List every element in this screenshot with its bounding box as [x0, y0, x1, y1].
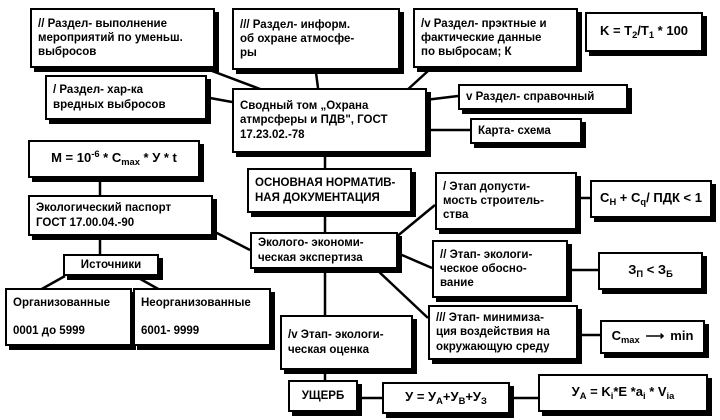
u-formula: У = УА+УВ+УЗ — [405, 388, 487, 406]
stage1-box: / Этап допусти- мость строитель- ства — [435, 172, 577, 230]
summary-volume-label: Сводный том „Охрана атмрсферы и ПДВ", ГО… — [240, 100, 388, 141]
unorganized-box: Неорганизованные 6001- 9999 — [133, 288, 271, 346]
damage-box: УЩЕРБ — [288, 380, 358, 412]
section1-label: / Раздел- хар-ка вредных выбросов — [53, 84, 166, 111]
k-formula: K = T2/T1 * 100 — [599, 22, 689, 40]
k-formula-box: K = T2/T1 * 100 — [585, 12, 703, 52]
section2-box: // Раздел- выполнение мероприятий по уме… — [30, 8, 215, 68]
stage4-label: /v Этап- экологи- ческая оценка — [288, 329, 384, 356]
passport-box: Экологический паспорт ГОСТ 17.00.04.-90 — [28, 195, 213, 236]
connector-section1 — [209, 96, 233, 104]
pdk-formula-box: CH + Cq/ ПДК < 1 — [590, 180, 712, 218]
m-formula-box: M = 10-6 * Cmax * У * t — [28, 140, 200, 178]
ua-formula-box: УА = Ki*E *ai * Via — [538, 374, 708, 412]
arrow-right-icon: ⟶ — [645, 327, 665, 343]
ua-formula: УА = Ki*E *ai * Via — [571, 383, 675, 401]
stage4-box: /v Этап- экологи- ческая оценка — [280, 315, 413, 370]
section3-label: /// Раздел- информ. об охране атмосфе- р… — [240, 18, 355, 59]
section5-box: v Раздел- справочный — [458, 84, 628, 110]
stage2-box: // Этап- экологи- ческое обосно- вание — [432, 240, 568, 298]
section2-label: // Раздел- выполнение мероприятий по уме… — [38, 17, 183, 58]
stage3-box: /// Этап- минимиза- ция воздействия на о… — [428, 305, 578, 360]
damage-label: УЩЕРБ — [301, 389, 345, 402]
section3-box: /// Раздел- информ. об охране атмосфе- р… — [232, 8, 400, 70]
pdk-formula: CH + Cq/ ПДК < 1 — [600, 189, 702, 207]
organized-box: Организованные 0001 до 5999 — [5, 288, 132, 346]
passport-label: Экологический паспорт ГОСТ 17.00.04.-90 — [36, 202, 172, 229]
summary-volume-box: Сводный том „Охрана атмрсферы и ПДВ", ГО… — [232, 88, 427, 153]
normative-box: ОСНОВНАЯ НОРМАТИВ- НАЯ ДОКУМЕНТАЦИЯ — [247, 168, 412, 213]
stage3-label: /// Этап- минимиза- ция воздействия на о… — [436, 312, 550, 353]
connector-stage1 — [394, 204, 436, 239]
m-formula: M = 10-6 * Cmax * У * t — [51, 149, 177, 168]
z-formula-box: ЗП < ЗБ — [598, 252, 703, 290]
unorganized-label: Неорганизованные 6001- 9999 — [141, 296, 251, 337]
section5-label: v Раздел- справочный — [466, 90, 595, 103]
section1-box: / Раздел- хар-ка вредных выбросов — [45, 75, 207, 120]
sources-box: Источники — [63, 254, 159, 276]
connector-sources-unorganized — [134, 274, 161, 292]
normative-label: ОСНОВНАЯ НОРМАТИВ- НАЯ ДОКУМЕНТАЦИЯ — [255, 177, 396, 204]
connector-section5 — [424, 94, 459, 102]
cmax-formula: Cmax⟶min — [611, 327, 694, 345]
connector-stage2 — [394, 250, 433, 270]
stage2-label: // Этап- экологи- ческое обосно- вание — [440, 248, 533, 289]
map-label: Карта- схема — [478, 124, 551, 137]
connector-stage3 — [374, 267, 429, 319]
cmax-formula-box: Cmax⟶min — [600, 320, 705, 354]
expertise-box: Эколого- экономи- ческая экспертиза — [250, 232, 398, 269]
stage1-label: / Этап допусти- мость строитель- ства — [443, 180, 544, 221]
section4-box: /v Раздел- прэктные и фактические данные… — [413, 8, 578, 68]
organized-label: Организованные 0001 до 5999 — [13, 296, 111, 337]
sources-label: Источники — [80, 259, 142, 271]
connector-sources-organized — [39, 274, 66, 292]
map-box: Карта- схема — [470, 118, 582, 144]
z-formula: ЗП < ЗБ — [628, 261, 673, 279]
expertise-label: Эколого- экономи- ческая экспертиза — [258, 237, 364, 264]
connector-expertise-passport — [214, 230, 251, 252]
u-formula-box: У = УА+УВ+УЗ — [382, 382, 510, 414]
section4-label: /v Раздел- прэктные и фактические данные… — [421, 17, 547, 58]
